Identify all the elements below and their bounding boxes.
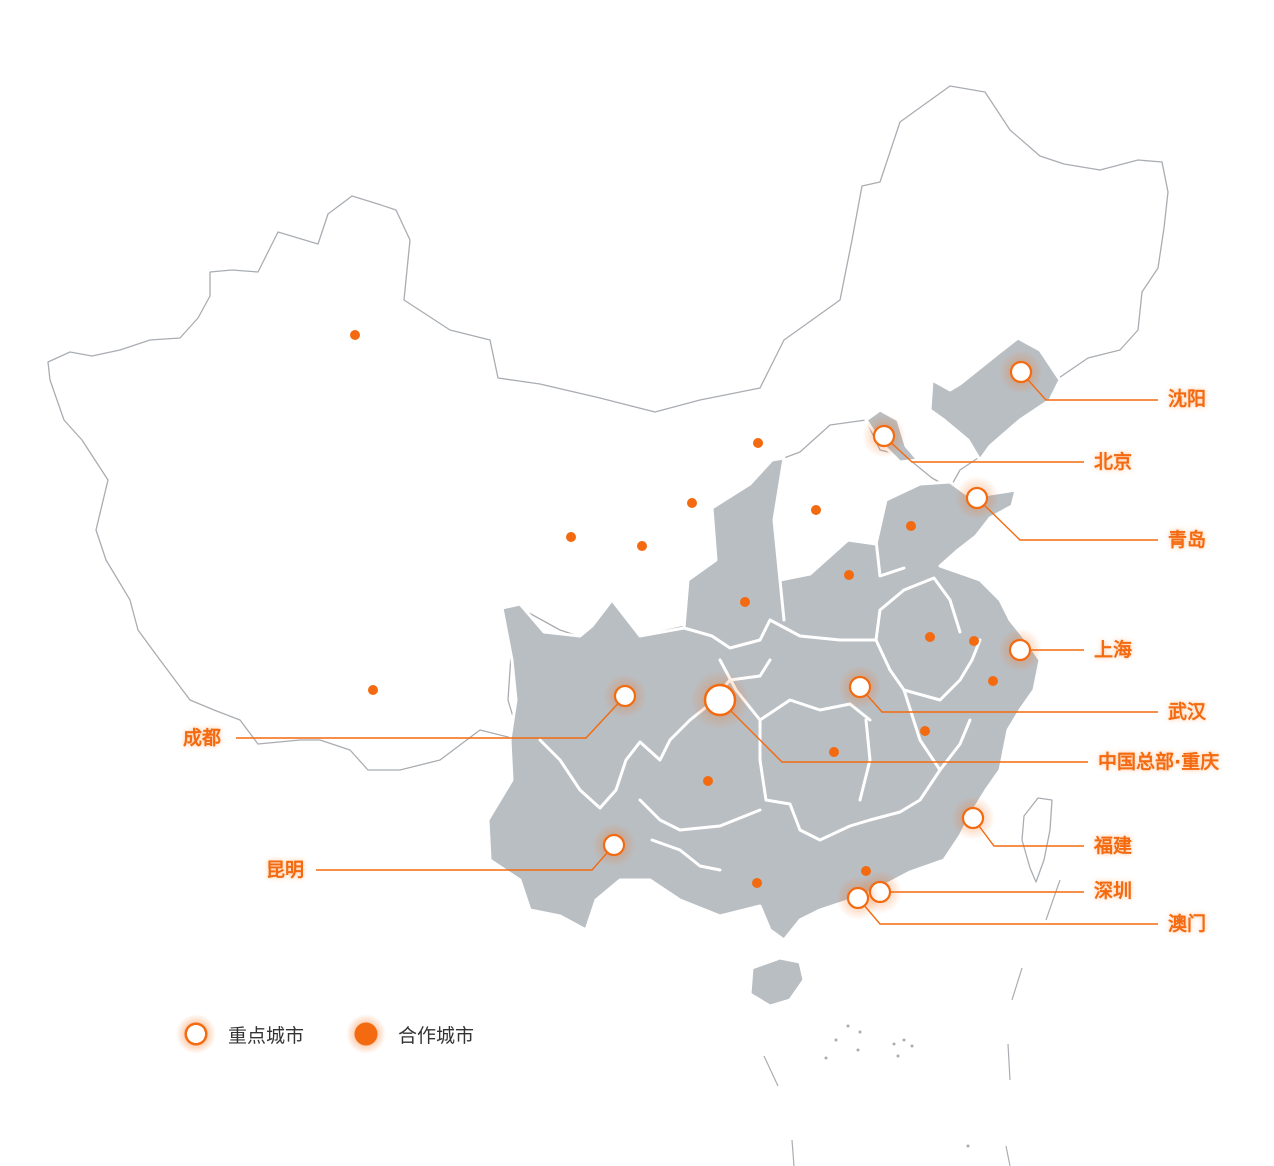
ring-marker-icon (690, 670, 750, 730)
legend-partner-city-label: 合作城市 (398, 1024, 475, 1047)
city-label-chongqing-hq: 中国总部·重庆 (1098, 751, 1220, 773)
dot-marker-icon (368, 685, 378, 695)
dot-marker-icon (566, 532, 576, 542)
dot-marker-icon (906, 521, 916, 531)
city-label-beijing: 北京 (1094, 451, 1133, 473)
ring-marker-icon (592, 823, 636, 867)
province-border (874, 638, 982, 702)
dot-marker-icon (811, 505, 821, 515)
city-label-chengdu: 成都 (183, 727, 222, 749)
city-label-shenzhen: 深圳 (1094, 880, 1133, 902)
ring-marker-icon (836, 876, 880, 920)
city-label-qingdao: 青岛 (1168, 529, 1207, 551)
sea-line (791, 1139, 795, 1166)
province-border (858, 718, 872, 802)
dot-marker-icon (969, 636, 979, 646)
sea-line (1007, 1043, 1011, 1081)
ring-marker-icon (603, 674, 647, 718)
ring-marker-icon (951, 796, 995, 840)
city-label-wuhan: 武汉 (1168, 701, 1207, 723)
sea-line (1005, 1145, 1011, 1166)
hainan-island (748, 956, 806, 1008)
province-border (902, 688, 942, 772)
ring-marker-icon (999, 350, 1043, 394)
dot-marker-icon (920, 726, 930, 736)
sea-line (1045, 879, 1061, 921)
sea-islands (824, 1024, 970, 1148)
legend-key-city: 重点城市 (176, 1014, 304, 1054)
ring-marker-icon (955, 476, 999, 520)
ring-marker-icon (862, 414, 906, 458)
sea-line (1011, 967, 1023, 1001)
dot-marker-icon (740, 597, 750, 607)
province-border (874, 538, 906, 578)
city-label-kunming: 昆明 (266, 859, 305, 881)
city-label-shanghai: 上海 (1094, 639, 1133, 661)
dot-marker-icon (925, 632, 935, 642)
province-border (682, 576, 962, 650)
sea-line (763, 1055, 779, 1087)
ring-marker-icon (998, 628, 1042, 672)
legend-partner-city: 合作城市 (346, 1014, 474, 1054)
dot-marker-icon (350, 330, 360, 340)
taiwan-outline (1021, 797, 1053, 883)
ring-marker-icon (838, 665, 882, 709)
province-border (778, 578, 786, 622)
province-border (650, 838, 722, 872)
city-label-macau: 澳门 (1168, 913, 1207, 935)
key-city-markers (592, 350, 1043, 920)
dot-marker-icon (637, 541, 647, 551)
dot-marker-icon (844, 570, 854, 580)
ring-marker-icon (176, 1014, 216, 1054)
dot-marker-icon (753, 438, 763, 448)
dot-marker-icon (687, 498, 697, 508)
city-label-fujian: 福建 (1094, 835, 1133, 857)
dot-marker-icon (752, 878, 762, 888)
dot-marker-icon (829, 747, 839, 757)
legend-key-city-label: 重点城市 (228, 1024, 305, 1047)
dot-marker-icon (988, 676, 998, 686)
dot-marker-icon (346, 1014, 386, 1054)
country-outline (47, 85, 1169, 771)
partner-city-markers (350, 330, 998, 888)
dot-marker-icon (703, 776, 713, 786)
province-border (638, 798, 762, 832)
city-label-shenyang: 沈阳 (1168, 388, 1207, 410)
